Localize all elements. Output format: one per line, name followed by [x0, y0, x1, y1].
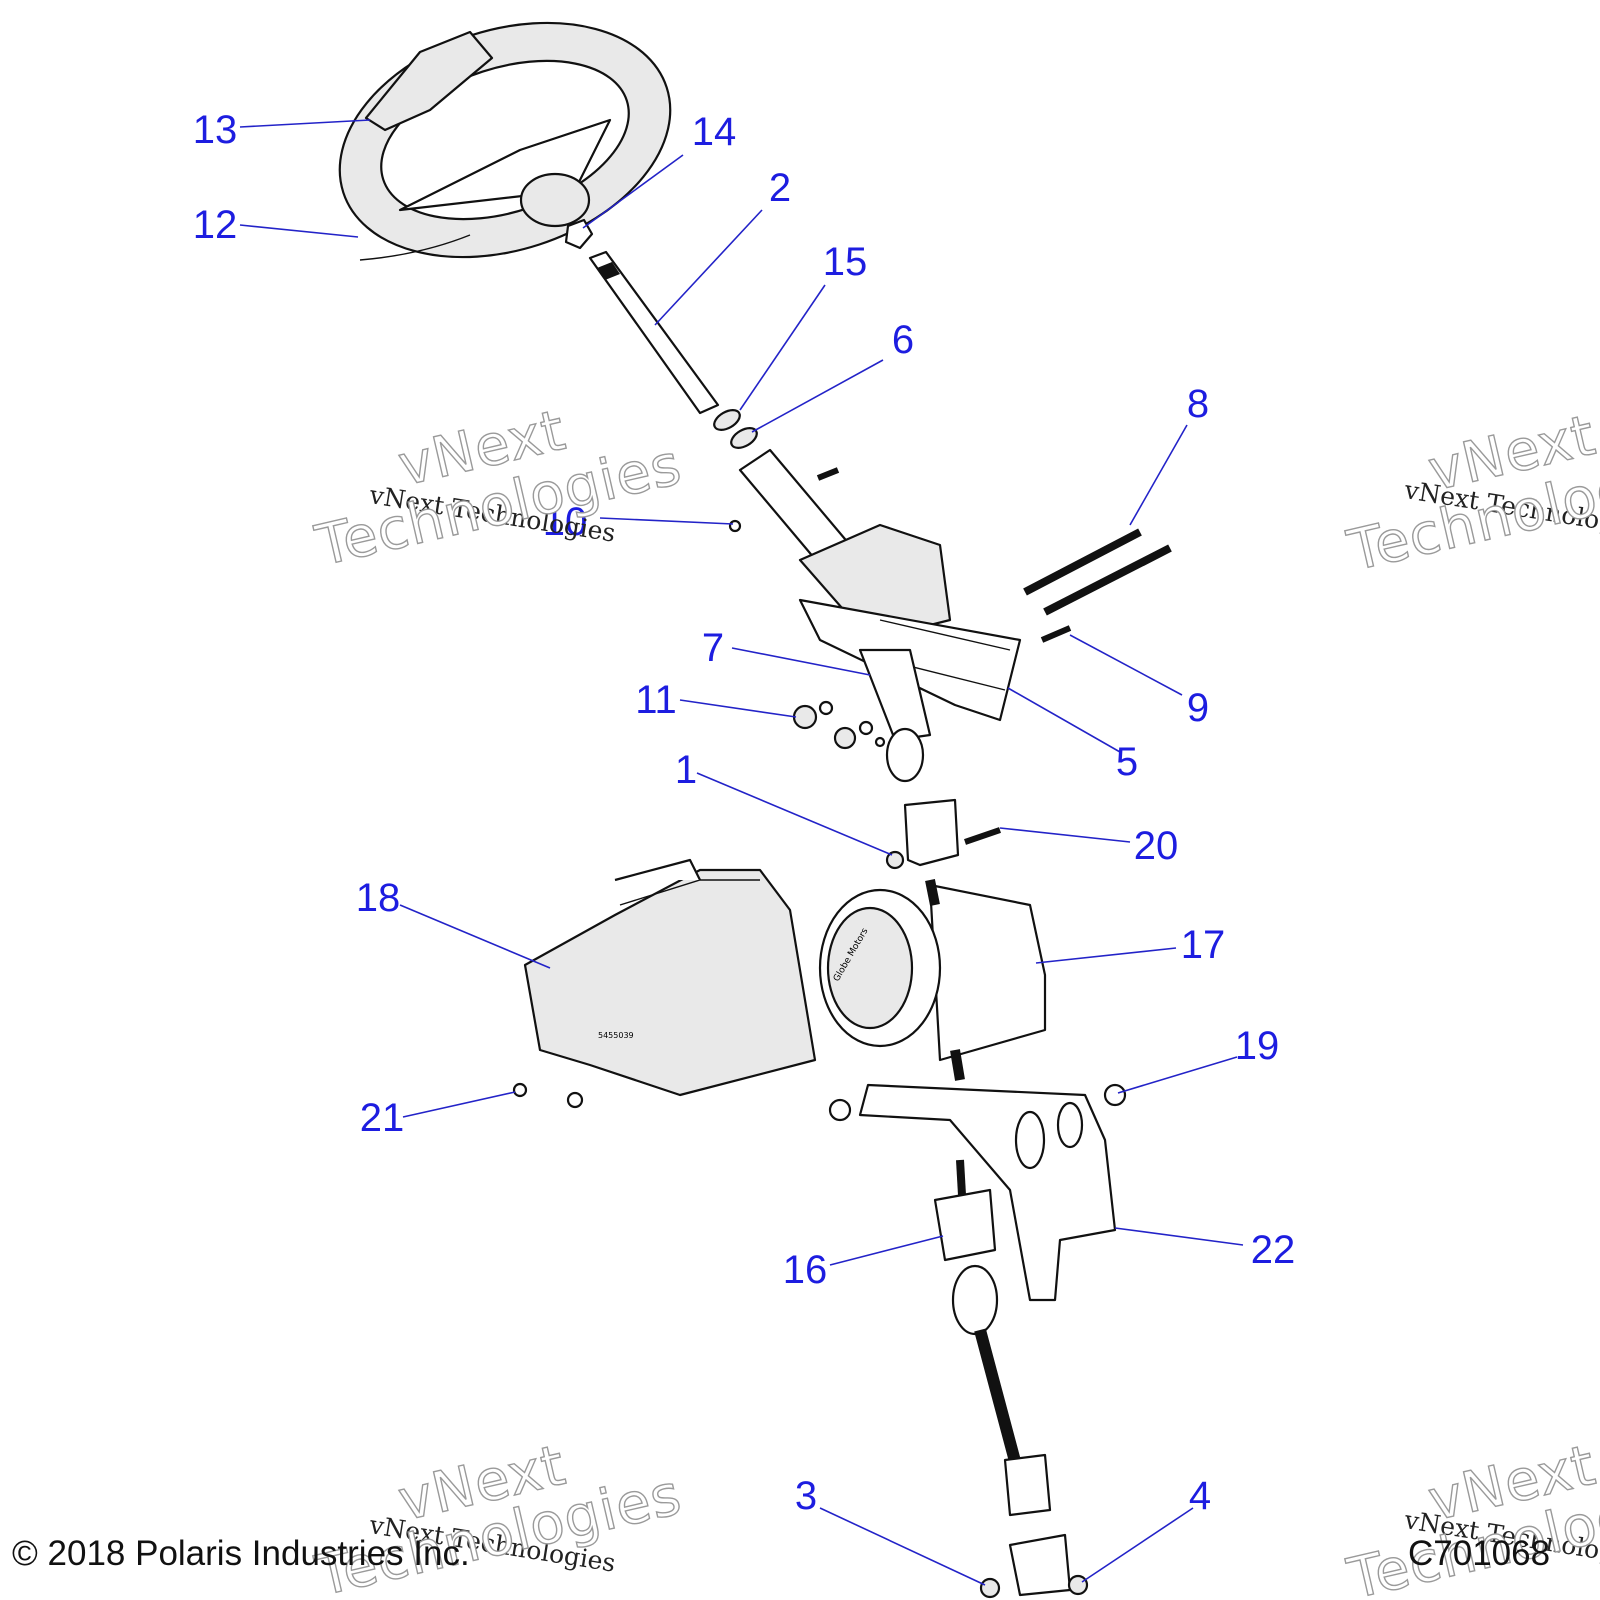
intermediate-shaft — [951, 1264, 1052, 1517]
copyright-text: © 2018 Polaris Industries Inc. — [12, 1534, 470, 1573]
callout-14: 14 — [691, 110, 737, 154]
callout-19: 19 — [1234, 1024, 1280, 1068]
drawing-id: C701068 — [1408, 1534, 1551, 1573]
steering-column-bracket — [728, 448, 1022, 783]
callout-9: 9 — [1186, 686, 1210, 730]
callout-13: 13 — [192, 108, 238, 152]
shroud-code: 5455039 — [598, 1031, 634, 1040]
shroud-screws — [512, 1082, 584, 1109]
steering-shroud — [523, 858, 817, 1097]
callout-2: 2 — [768, 166, 792, 210]
callout-8: 8 — [1186, 382, 1210, 426]
callout-11: 11 — [635, 678, 677, 722]
wheel-cap — [364, 30, 494, 132]
callout-17: 17 — [1180, 923, 1226, 967]
callout-18: 18 — [355, 876, 401, 920]
u-joint-yoke — [885, 798, 1001, 870]
callout-10: 10 — [542, 500, 588, 544]
power-steering-unit — [818, 879, 1047, 1081]
callout-4: 4 — [1188, 1474, 1212, 1518]
nuts-washers — [792, 700, 886, 750]
callout-12: 12 — [192, 203, 238, 247]
leader-lines — [239, 119, 1244, 1586]
callout-3: 3 — [794, 1474, 818, 1518]
steering-wheel — [338, 21, 672, 261]
callout-21: 21 — [359, 1096, 405, 1140]
lower-yoke — [933, 1159, 997, 1262]
callout-1: 1 — [674, 748, 698, 792]
callout-16: 16 — [782, 1248, 828, 1292]
mounting-bracket — [828, 1083, 1127, 1302]
callout-7: 7 — [701, 626, 725, 670]
callout-5: 5 — [1115, 740, 1139, 784]
bottom-yoke — [979, 1533, 1089, 1599]
small-bolts — [816, 467, 1072, 643]
callout-15: 15 — [822, 240, 868, 284]
steering-shaft — [588, 250, 720, 415]
callout-6: 6 — [891, 318, 915, 362]
callout-22: 22 — [1250, 1228, 1296, 1272]
callout-20: 20 — [1133, 824, 1179, 868]
long-bolts — [1023, 528, 1172, 616]
bushings — [713, 409, 758, 449]
